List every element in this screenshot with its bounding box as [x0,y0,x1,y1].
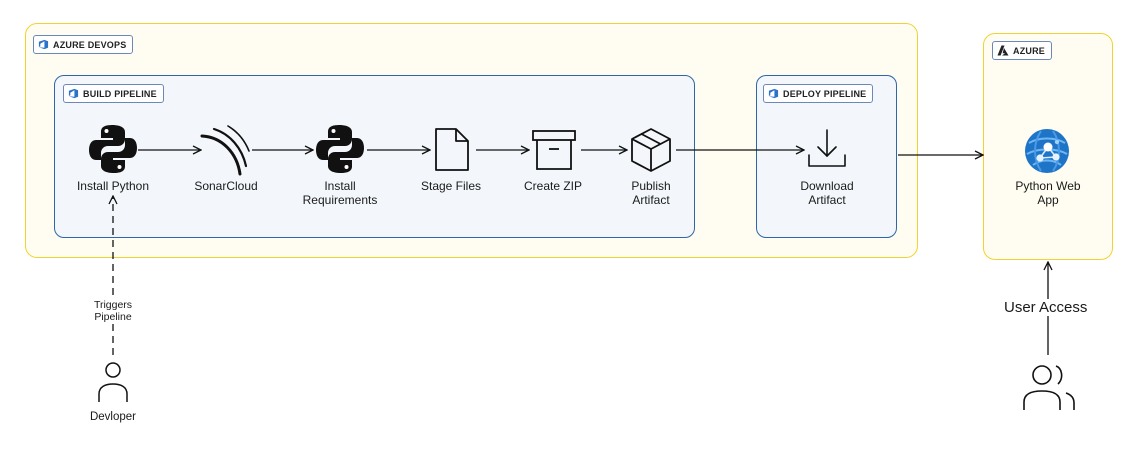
publish-artifact-label: Publish Artifact [631,179,671,207]
user-icon [98,362,128,402]
developer-label: Devloper [89,411,137,423]
azure-devops-icon [68,88,79,99]
python-web-app-label: Python Web App [1015,179,1081,207]
azure-devops-icon [768,88,779,99]
user-access-label: User Access [1002,299,1090,316]
azure-label: AZURE [1013,45,1045,56]
triggers-pipeline-label: Triggers Pipeline [78,299,148,323]
package-icon [631,128,671,172]
install-python-label: Install Python [76,179,150,193]
deploy-pipeline-tag: DEPLOY PIPELINE [763,84,874,103]
deploy-pipeline-label: DEPLOY PIPELINE [783,88,867,99]
azure-devops-label: AZURE DEVOPS [53,39,127,50]
azure-tag: AZURE [992,41,1052,60]
python-icon [316,125,364,173]
python-icon [89,125,137,173]
create-zip-label: Create ZIP [523,179,583,193]
file-icon [435,128,469,171]
azure-devops-tag: AZURE DEVOPS [33,35,134,54]
stage-files-label: Stage Files [420,179,482,193]
download-icon [808,129,846,167]
download-artifact-label: Download Artifact [800,179,854,207]
build-pipeline-tag: BUILD PIPELINE [63,84,164,103]
azure-icon [997,45,1009,56]
sonarcloud-icon [200,125,250,176]
users-icon [1023,365,1075,410]
sonarcloud-label: SonarCloud [194,179,258,193]
build-pipeline-label: BUILD PIPELINE [83,88,157,99]
azure-devops-icon [38,39,49,50]
install-requirements-label: Install Requirements [302,179,378,207]
archive-box-icon [532,130,576,170]
azure-web-app-icon [1025,129,1069,173]
